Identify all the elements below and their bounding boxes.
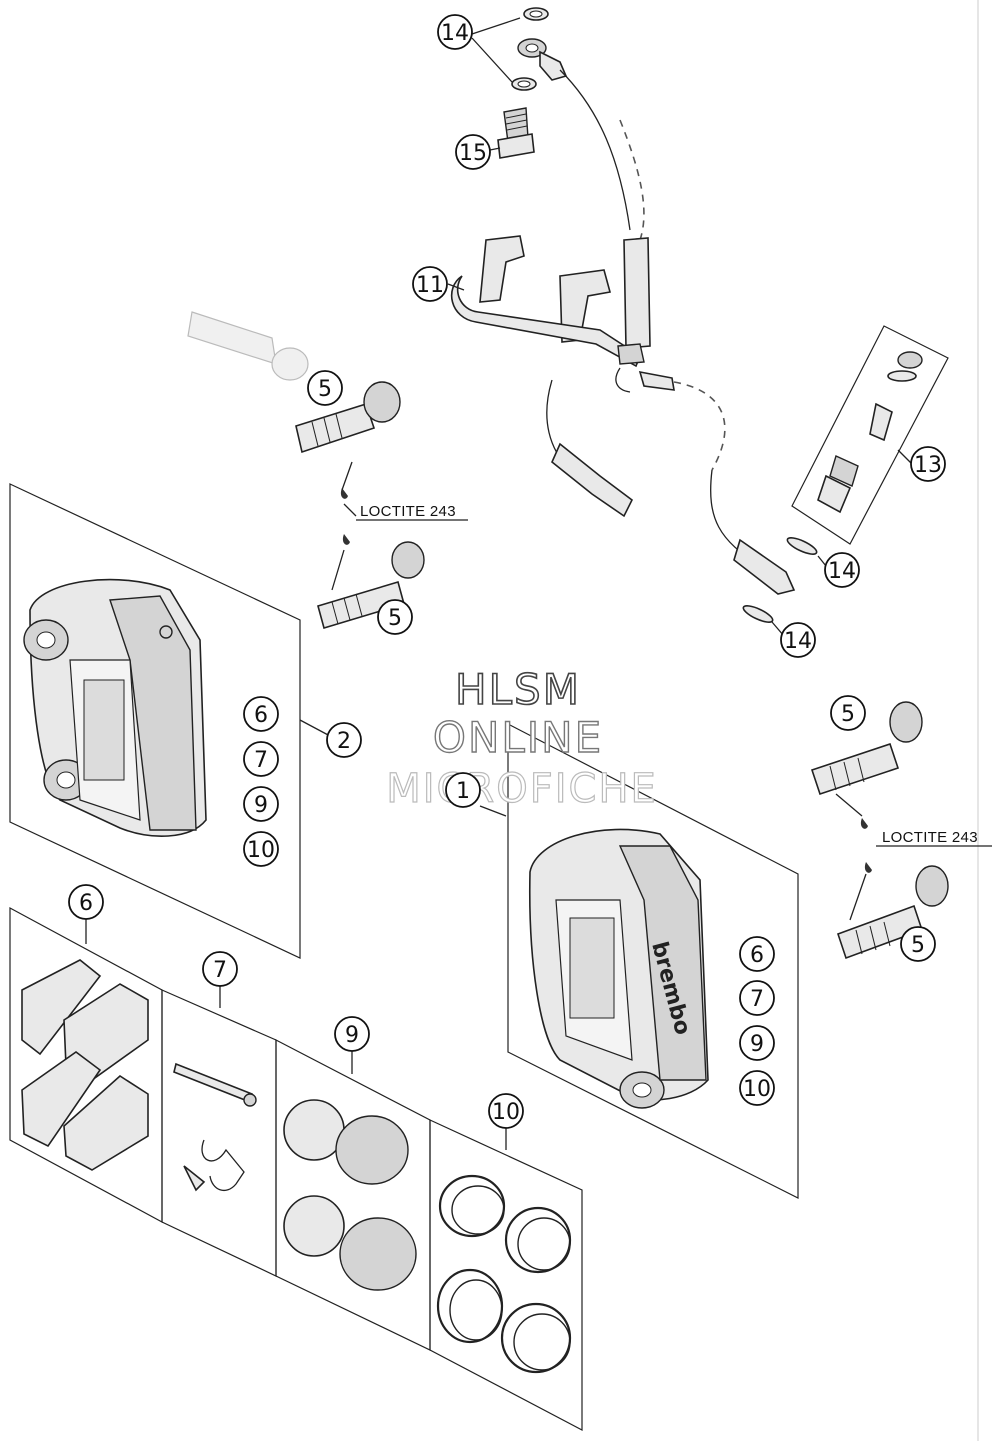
bleeder-kit-panel [791, 325, 949, 545]
callout-7-pins: 7 [202, 951, 238, 987]
svg-text:15: 15 [459, 141, 487, 166]
hose-clamp-bracket [451, 235, 651, 368]
callout-9-pistons: 9 [334, 1016, 370, 1052]
pistons-panel [275, 1039, 431, 1351]
right-caliper-panel: brembo [507, 723, 799, 1199]
svg-text:7: 7 [213, 958, 227, 983]
svg-text:5: 5 [318, 377, 332, 402]
svg-text:11: 11 [416, 273, 444, 298]
left-kit-list: 6 7 9 10 [243, 696, 279, 867]
callout-6-right: 6 [739, 936, 775, 972]
callout-5-d: 5 [900, 926, 936, 962]
callout-13: 13 [910, 446, 946, 482]
callout-10-left: 10 [243, 831, 279, 867]
svg-text:14: 14 [441, 21, 469, 46]
svg-text:9: 9 [254, 793, 268, 818]
svg-text:2: 2 [337, 729, 351, 754]
callout-5-c: 5 [830, 695, 866, 731]
seals-panel [429, 1119, 583, 1431]
loctite-note-left: LOCTITE 243 [360, 503, 456, 520]
svg-text:6: 6 [750, 943, 764, 968]
svg-text:5: 5 [911, 933, 925, 958]
svg-text:14: 14 [784, 629, 812, 654]
caliper-bolts-right [810, 701, 949, 960]
brake-pads-panel [9, 906, 163, 1224]
callout-5-b: 5 [377, 599, 413, 635]
watermark-line-2: ONLINE [433, 713, 603, 762]
watermark-line-3: MICROFICHE [386, 766, 658, 812]
svg-text:5: 5 [841, 702, 855, 727]
svg-text:1: 1 [456, 779, 470, 804]
callout-5-a: 5 [307, 370, 343, 406]
callout-9-left: 9 [243, 786, 279, 822]
pin-spring-panel [161, 989, 277, 1277]
caliper-bolts-left [187, 311, 425, 630]
callout-6-left: 6 [243, 696, 279, 732]
bleeder-screw [497, 107, 535, 159]
callout-1: 1 [445, 772, 481, 808]
svg-text:10: 10 [743, 1077, 771, 1102]
callout-14-right-a: 14 [824, 552, 860, 588]
svg-text:9: 9 [345, 1023, 359, 1048]
callout-7-right: 7 [739, 980, 775, 1016]
svg-text:7: 7 [750, 987, 764, 1012]
right-caliper: brembo [528, 828, 709, 1109]
brake-hose-assembly [451, 7, 818, 623]
svg-text:9: 9 [750, 1032, 764, 1057]
callout-9-right: 9 [739, 1025, 775, 1061]
svg-text:13: 13 [914, 453, 942, 478]
callout-11: 11 [412, 266, 448, 302]
callout-15: 15 [455, 134, 491, 170]
callout-7-left: 7 [243, 741, 279, 777]
callout-10-seals: 10 [488, 1093, 524, 1129]
svg-text:10: 10 [492, 1100, 520, 1125]
callout-14-right-b: 14 [780, 622, 816, 658]
svg-text:6: 6 [254, 703, 268, 728]
loctite-note-right: LOCTITE 243 [882, 829, 978, 846]
svg-text:14: 14 [828, 559, 856, 584]
callout-2: 2 [326, 722, 362, 758]
svg-text:6: 6 [79, 891, 93, 916]
callout-14-top: 14 [437, 14, 473, 50]
left-caliper-panel [9, 483, 301, 959]
svg-text:10: 10 [247, 838, 275, 863]
watermark-line-1: HLSM [455, 665, 581, 714]
callout-10-right: 10 [739, 1070, 775, 1106]
svg-text:5: 5 [388, 606, 402, 631]
right-kit-list: 6 7 9 10 [739, 936, 775, 1106]
svg-text:7: 7 [254, 748, 268, 773]
left-caliper [23, 578, 207, 837]
callout-6-pads: 6 [68, 884, 104, 920]
